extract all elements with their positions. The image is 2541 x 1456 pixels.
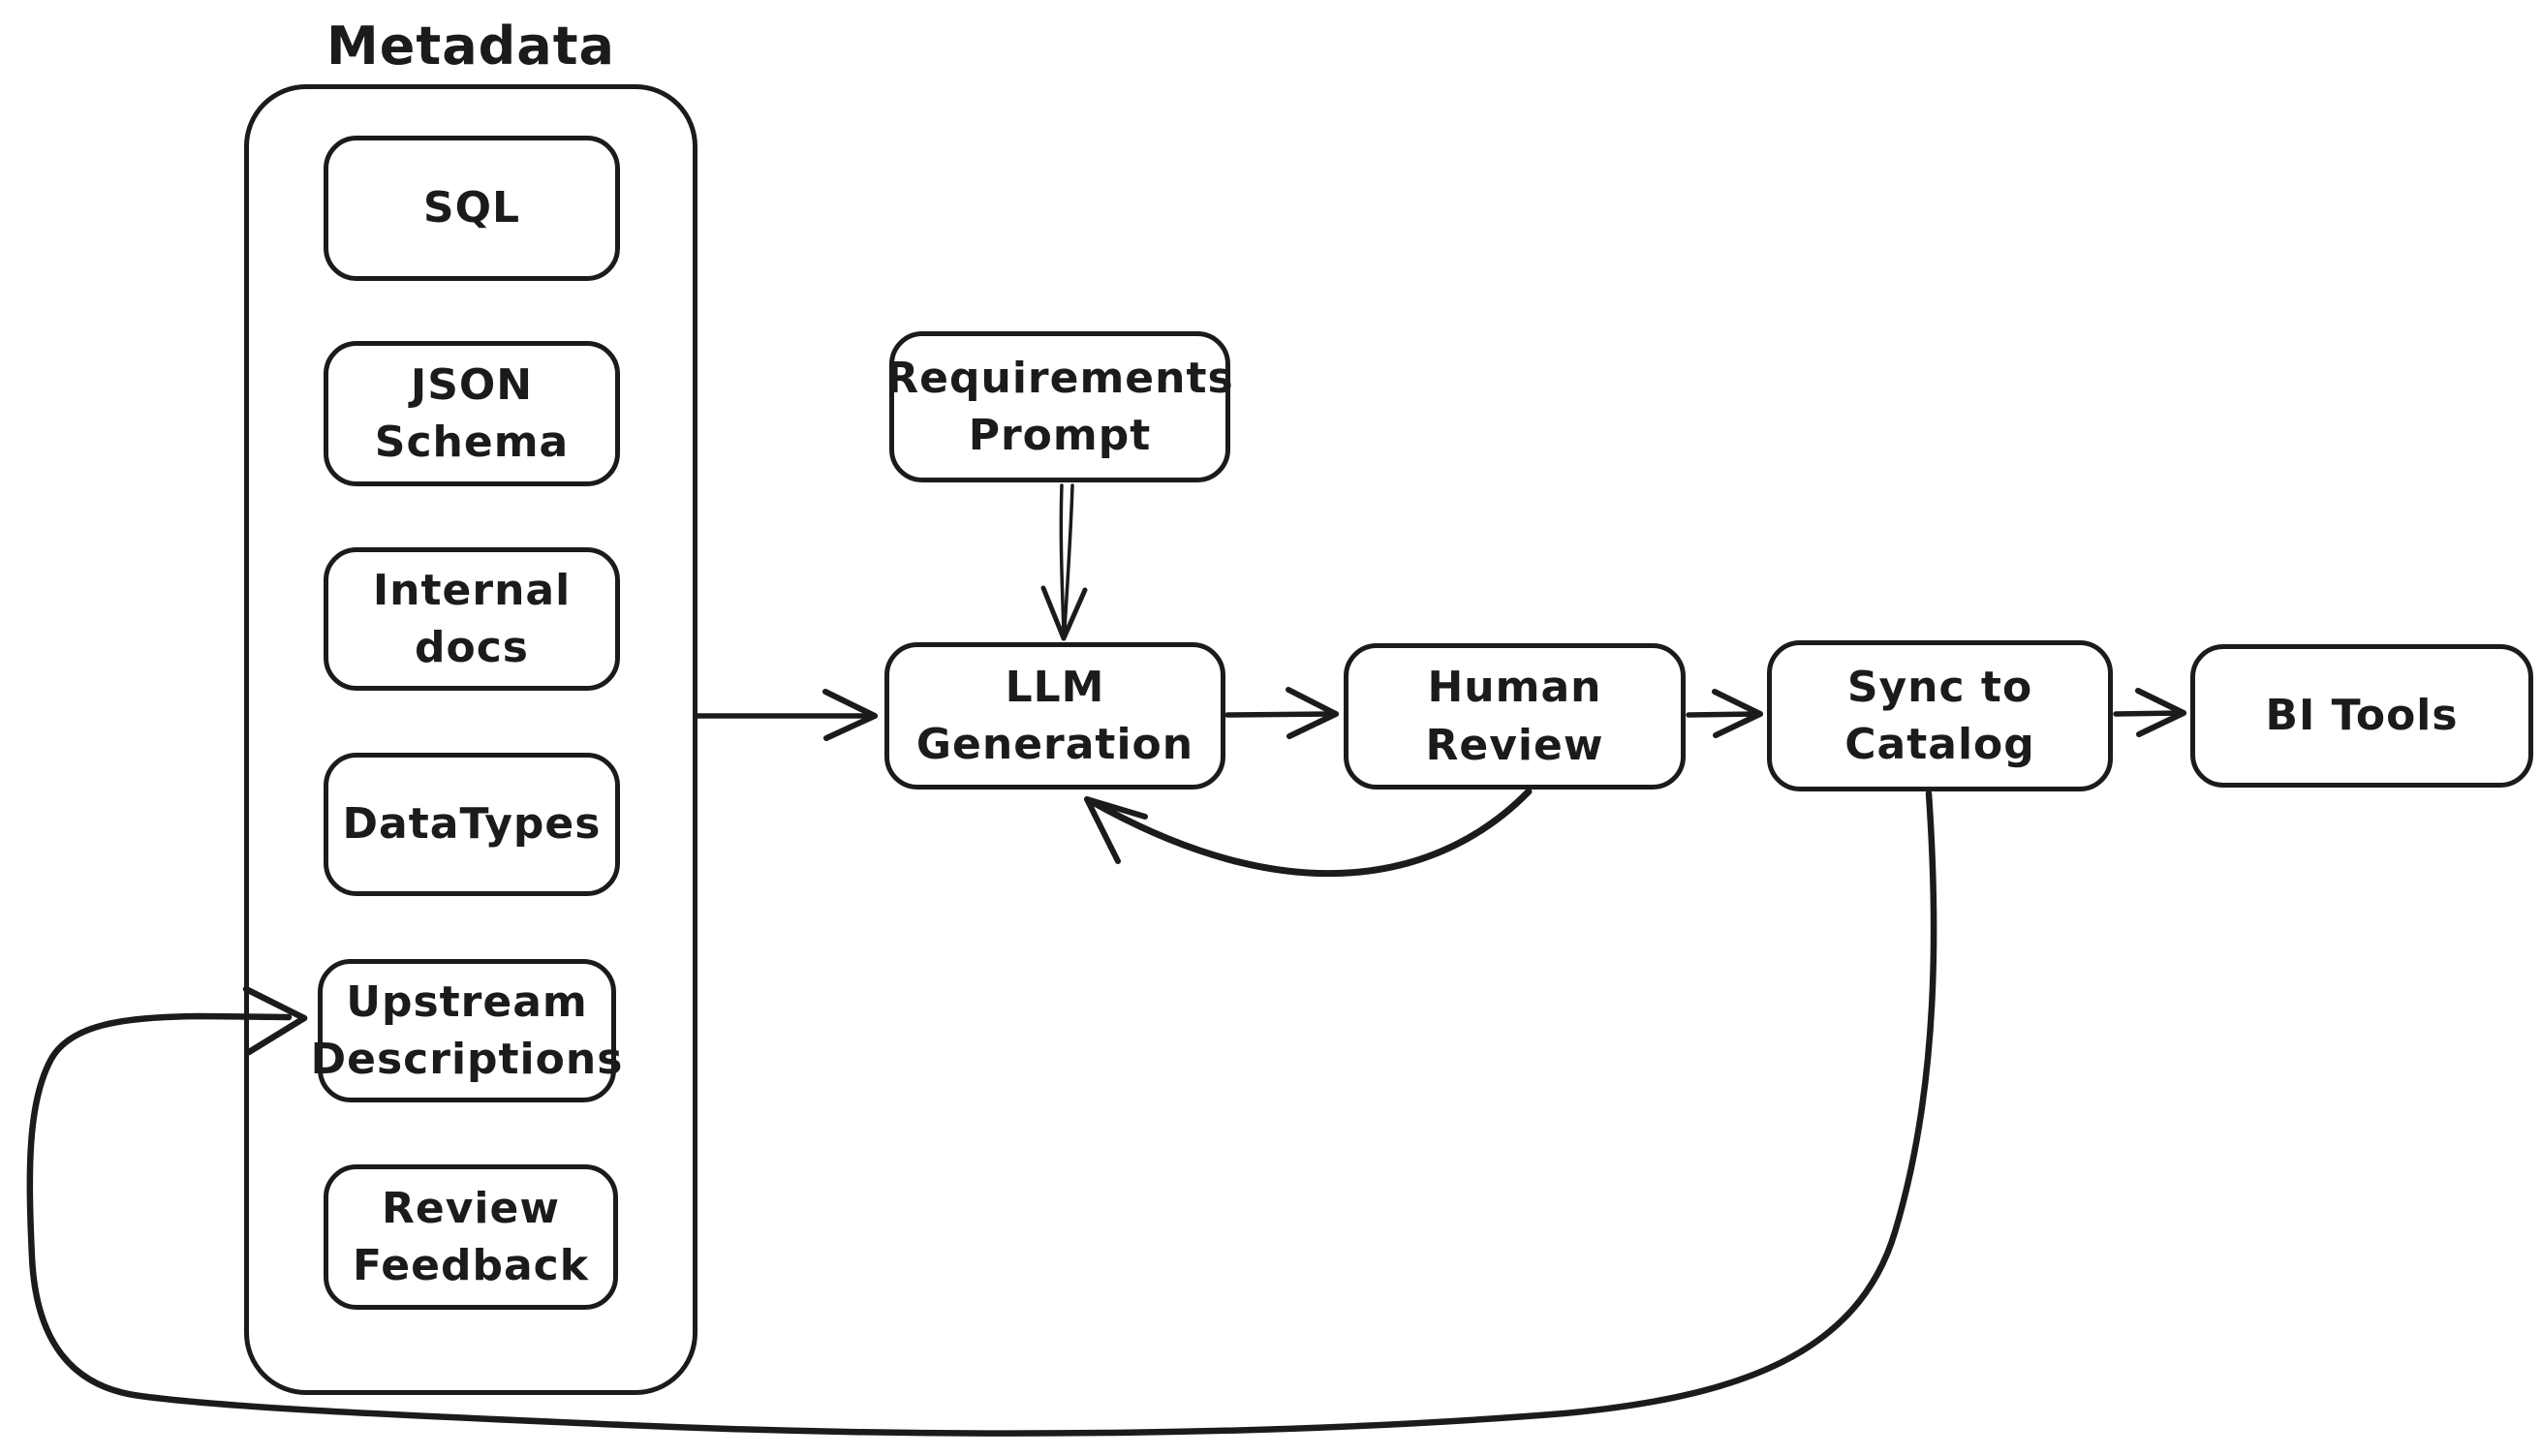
node-sql: SQL <box>324 136 620 281</box>
node-review-feedback-label: Review Feedback <box>353 1183 589 1290</box>
node-review-feedback: Review Feedback <box>324 1164 618 1310</box>
node-datatypes-label: DataTypes <box>342 799 602 850</box>
node-llm-generation: LLM Generation <box>884 642 1225 790</box>
arrow-requirements-prompt-to-llm-generation <box>1040 483 1088 641</box>
node-bi-tools-label: BI Tools <box>2265 691 2459 741</box>
node-sync-to-catalog: Sync to Catalog <box>1767 640 2113 791</box>
arrow-metadata-to-llm-generation <box>695 689 878 741</box>
node-internal-docs: Internal docs <box>324 547 620 691</box>
node-json-schema: JSON Schema <box>324 341 620 486</box>
arrow-llm-generation-to-human-review <box>1224 687 1339 739</box>
arrow-human-review-feedback-to-llm-generation <box>1084 788 1533 878</box>
node-llm-generation-label: LLM Generation <box>915 662 1194 769</box>
node-json-schema-label: JSON Schema <box>374 359 570 467</box>
arrow-sync-to-catalog-to-bi-tools <box>2113 688 2186 737</box>
node-requirements-prompt: Requirements Prompt <box>885 331 1233 482</box>
node-bi-tools: BI Tools <box>2190 644 2533 788</box>
node-sql-label: SQL <box>422 183 521 233</box>
node-internal-docs-label: Internal docs <box>372 565 572 672</box>
node-human-review: Human Review <box>1344 643 1686 790</box>
node-sync-to-catalog-label: Sync to Catalog <box>1844 662 2035 769</box>
arrow-human-review-to-sync-to-catalog <box>1686 689 1763 738</box>
node-requirements-prompt-label: Requirements Prompt <box>885 353 1234 460</box>
node-upstream-descriptions: Upstream Descriptions <box>311 959 622 1102</box>
node-upstream-descriptions-label: Upstream Descriptions <box>310 976 624 1084</box>
node-human-review-label: Human Review <box>1425 663 1604 770</box>
metadata-group-title: Metadata <box>326 15 615 77</box>
node-datatypes: DataTypes <box>324 753 620 896</box>
